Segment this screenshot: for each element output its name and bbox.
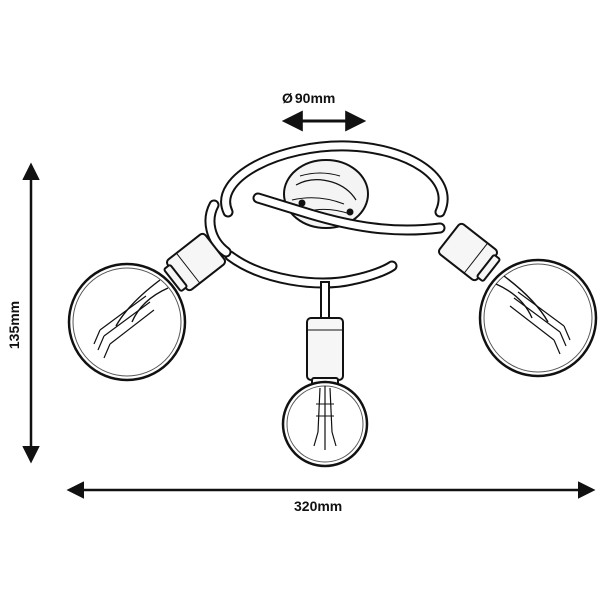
diameter-value: 90mm — [294, 90, 336, 106]
center-stem — [320, 281, 330, 321]
right-bulb-icon — [478, 258, 598, 378]
left-socket — [163, 232, 226, 292]
center-bulb-icon — [281, 380, 369, 468]
left-arm-connector — [204, 199, 232, 258]
right-socket — [438, 222, 501, 282]
center-socket — [306, 317, 344, 387]
width-label: 320mm — [294, 498, 343, 514]
left-bulb-icon — [67, 262, 187, 382]
diameter-symbol: Ø — [282, 90, 293, 106]
height-label: 135mm — [6, 300, 22, 350]
upper-spiral-arm — [220, 140, 449, 218]
cross-bar-arm — [252, 192, 446, 236]
lower-curved-arm — [224, 250, 398, 289]
